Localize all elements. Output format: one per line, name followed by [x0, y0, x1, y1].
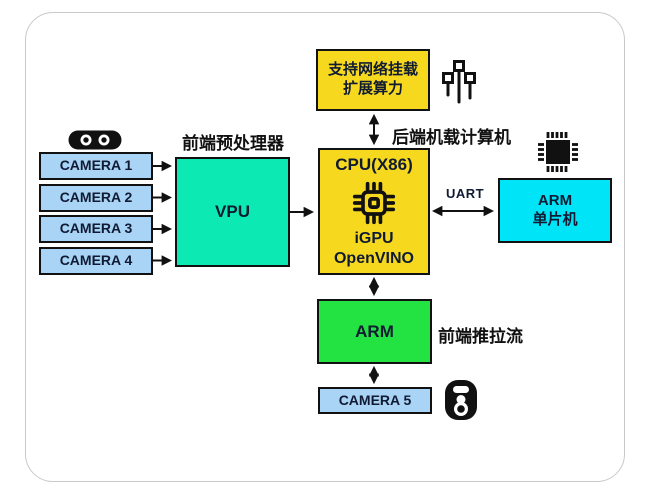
expand-compute-box: 支持网络挂载 扩展算力 [316, 49, 430, 111]
qfp-chip-icon [538, 132, 578, 172]
arm-mcu-line2: 单片机 [532, 210, 578, 228]
arm-mcu-line1: ARM [537, 191, 573, 209]
vpu-box: VPU [175, 157, 290, 267]
webcam-icon [445, 380, 477, 420]
arm-box: ARM [317, 299, 432, 364]
camera-5-box: CAMERA 5 [318, 387, 432, 414]
uart-label: UART [445, 186, 485, 201]
cpu-chip-icon [352, 182, 396, 225]
expand-line2: 扩展算力 [342, 80, 403, 97]
push-stream-label: 前端推拉流 [438, 327, 523, 346]
stereo-camera-icon [68, 130, 122, 150]
network-nodes-icon [442, 60, 476, 104]
cpu-igpu-label: iGPU [354, 230, 394, 248]
camera-4-box: CAMERA 4 [39, 247, 153, 275]
arm-mcu-box: ARM 单片机 [498, 178, 612, 243]
cpu-box: CPU(X86) iGPU OpenVINO [318, 148, 430, 275]
expand-line1: 支持网络挂载 [327, 61, 418, 79]
cpu-title: CPU(X86) [335, 154, 413, 174]
camera-1-box: CAMERA 1 [39, 152, 153, 180]
cpu-openvino-label: OpenVINO [333, 250, 414, 268]
vpu-title-label: 前端预处理器 [182, 134, 284, 153]
backend-computer-label: 后端机载计算机 [392, 128, 511, 147]
camera-2-box: CAMERA 2 [39, 184, 153, 212]
camera-3-box: CAMERA 3 [39, 215, 153, 243]
